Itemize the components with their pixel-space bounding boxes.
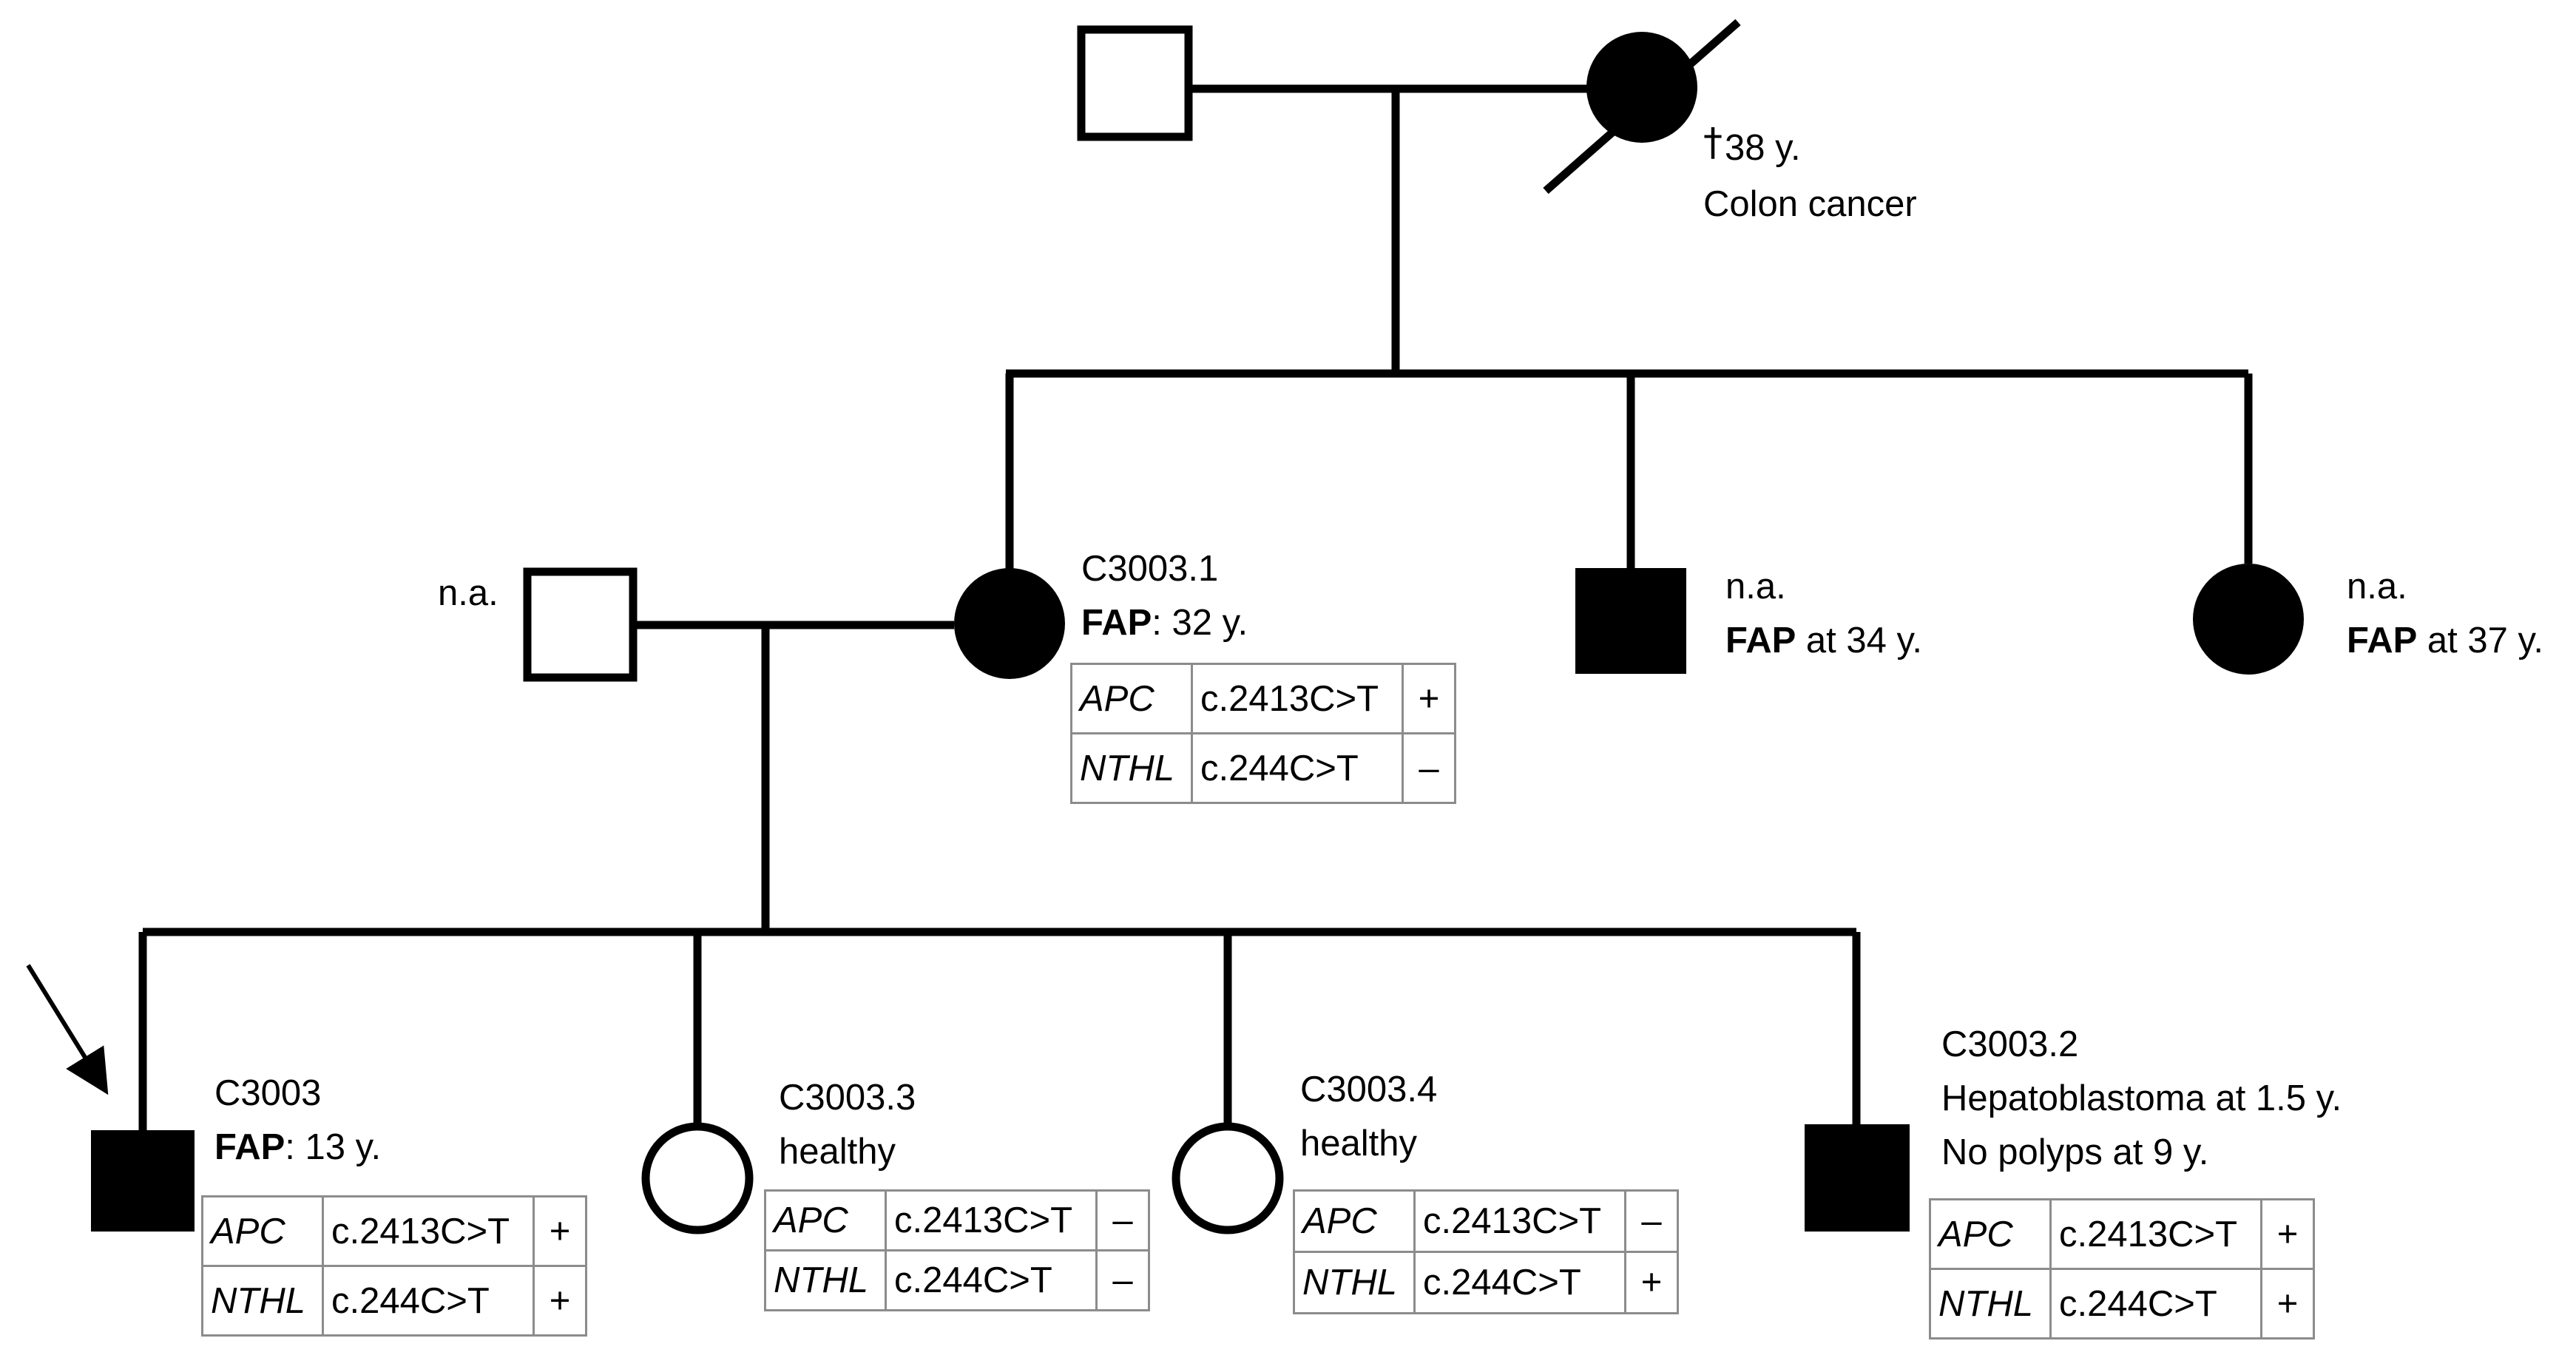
- index-mother-genotype-table: APC c.2413C>T + NTHL c.244C>T –: [1070, 663, 1456, 804]
- status-cell: +: [2260, 1268, 2315, 1340]
- sib3-genotype-table: APC c.2413C>T – NTHL c.244C>T –: [764, 1189, 1150, 1311]
- sib2-square: [1805, 1124, 1910, 1232]
- gen2-brother-square: [1575, 568, 1686, 674]
- sib4-id: C3003.4: [1300, 1070, 1438, 1109]
- status-cell: +: [2260, 1198, 2315, 1270]
- diagnosis-bold: FAP: [1725, 621, 1796, 661]
- status-cell: –: [1624, 1189, 1679, 1253]
- sib4-circle: [1172, 1122, 1284, 1234]
- index-mother-id: C3003.1: [1081, 549, 1219, 589]
- sib3-circle: [641, 1122, 754, 1234]
- status-cell: –: [1095, 1249, 1150, 1311]
- index-mother-diagnosis: FAP: 32 y.: [1081, 596, 1248, 649]
- sib2-followup: No polyps at 9 y.: [1941, 1132, 2209, 1172]
- proband-diagnosis: FAP: 13 y.: [214, 1121, 381, 1174]
- variant-cell: c.244C>T: [2049, 1268, 2262, 1340]
- table-row: NTHL c.244C>T +: [1293, 1251, 1679, 1314]
- sister-diagnosis: FAP at 37 y.: [2347, 614, 2543, 667]
- variant-cell: c.244C>T: [1191, 732, 1404, 804]
- sib4-genotype-table: APC c.2413C>T – NTHL c.244C>T +: [1293, 1189, 1679, 1314]
- grandmother-circle: [1586, 32, 1697, 143]
- table-row: APC c.2413C>T –: [1293, 1189, 1679, 1253]
- gene-cell: APC: [764, 1189, 887, 1251]
- sib3-status: healthy: [779, 1132, 896, 1172]
- sib2-diagnosis: Hepatoblastoma at 1.5 y.: [1941, 1078, 2342, 1118]
- proband-square: [91, 1130, 195, 1232]
- table-row: NTHL c.244C>T –: [764, 1249, 1150, 1311]
- variant-cell: c.244C>T: [1413, 1251, 1626, 1314]
- status-cell: +: [1402, 663, 1456, 734]
- sib2-id: C3003.2: [1941, 1024, 2079, 1064]
- table-row: APC c.2413C>T +: [1070, 663, 1456, 734]
- diagnosis-bold: FAP: [2347, 621, 2418, 661]
- status-cell: +: [1624, 1251, 1679, 1314]
- status-cell: +: [533, 1265, 587, 1337]
- gene-cell: NTHL: [1293, 1251, 1416, 1314]
- brother-diagnosis: FAP at 34 y.: [1725, 614, 1922, 667]
- variant-cell: c.244C>T: [322, 1265, 535, 1337]
- gen2-father-square: [523, 567, 638, 682]
- gene-cell: APC: [1293, 1189, 1416, 1253]
- gene-cell: NTHL: [1070, 732, 1193, 804]
- connector-lines: [138, 84, 2253, 1132]
- sib4-status: healthy: [1300, 1124, 1418, 1163]
- sister-label: n.a.: [2347, 567, 2407, 607]
- status-cell: –: [1402, 732, 1456, 804]
- gene-cell: NTHL: [1929, 1268, 2052, 1340]
- table-row: APC c.2413C>T +: [1929, 1198, 2315, 1270]
- grandmother-diagnosis: Colon cancer: [1703, 184, 1917, 224]
- diagnosis-detail: at 37 y.: [2417, 621, 2543, 661]
- gen2-sister-circle: [2193, 564, 2304, 675]
- gene-cell: NTHL: [764, 1249, 887, 1311]
- sib2-genotype-table: APC c.2413C>T + NTHL c.244C>T +: [1929, 1198, 2315, 1340]
- proband-arrow: [26, 964, 109, 1095]
- variant-cell: c.244C>T: [885, 1249, 1098, 1311]
- table-row: NTHL c.244C>T +: [201, 1265, 587, 1337]
- dagger-symbol: †: [1703, 121, 1723, 165]
- proband-id: C3003: [214, 1073, 322, 1113]
- table-row: APC c.2413C>T +: [201, 1195, 587, 1267]
- gene-cell: NTHL: [201, 1265, 324, 1337]
- gene-cell: APC: [201, 1195, 324, 1267]
- status-cell: –: [1095, 1189, 1150, 1251]
- diagnosis-detail: at 34 y.: [1796, 621, 1922, 661]
- status-cell: +: [533, 1195, 587, 1267]
- grandmother-death-age: 38 y.: [1725, 128, 1801, 168]
- variant-cell: c.2413C>T: [2049, 1198, 2262, 1270]
- diagnosis-detail: : 13 y.: [285, 1127, 382, 1167]
- sib3-id: C3003.3: [779, 1078, 916, 1118]
- diagnosis-bold: FAP: [214, 1127, 285, 1167]
- gene-cell: APC: [1070, 663, 1193, 734]
- variant-cell: c.2413C>T: [885, 1189, 1098, 1251]
- deceased-slash: [1543, 18, 1741, 195]
- table-row: NTHL c.244C>T –: [1070, 732, 1456, 804]
- table-row: NTHL c.244C>T +: [1929, 1268, 2315, 1340]
- variant-cell: c.2413C>T: [1413, 1189, 1626, 1253]
- gen2-mother-circle: [954, 568, 1065, 679]
- variant-cell: c.2413C>T: [322, 1195, 535, 1267]
- diagnosis-detail: : 32 y.: [1152, 603, 1248, 643]
- table-row: APC c.2413C>T –: [764, 1189, 1150, 1251]
- variant-cell: c.2413C>T: [1191, 663, 1404, 734]
- gene-cell: APC: [1929, 1198, 2052, 1270]
- gen2-father-label: n.a.: [438, 573, 498, 613]
- grandfather-square: [1077, 25, 1193, 141]
- brother-label: n.a.: [1725, 567, 1786, 607]
- diagnosis-bold: FAP: [1081, 603, 1152, 643]
- proband-genotype-table: APC c.2413C>T + NTHL c.244C>T +: [201, 1195, 587, 1337]
